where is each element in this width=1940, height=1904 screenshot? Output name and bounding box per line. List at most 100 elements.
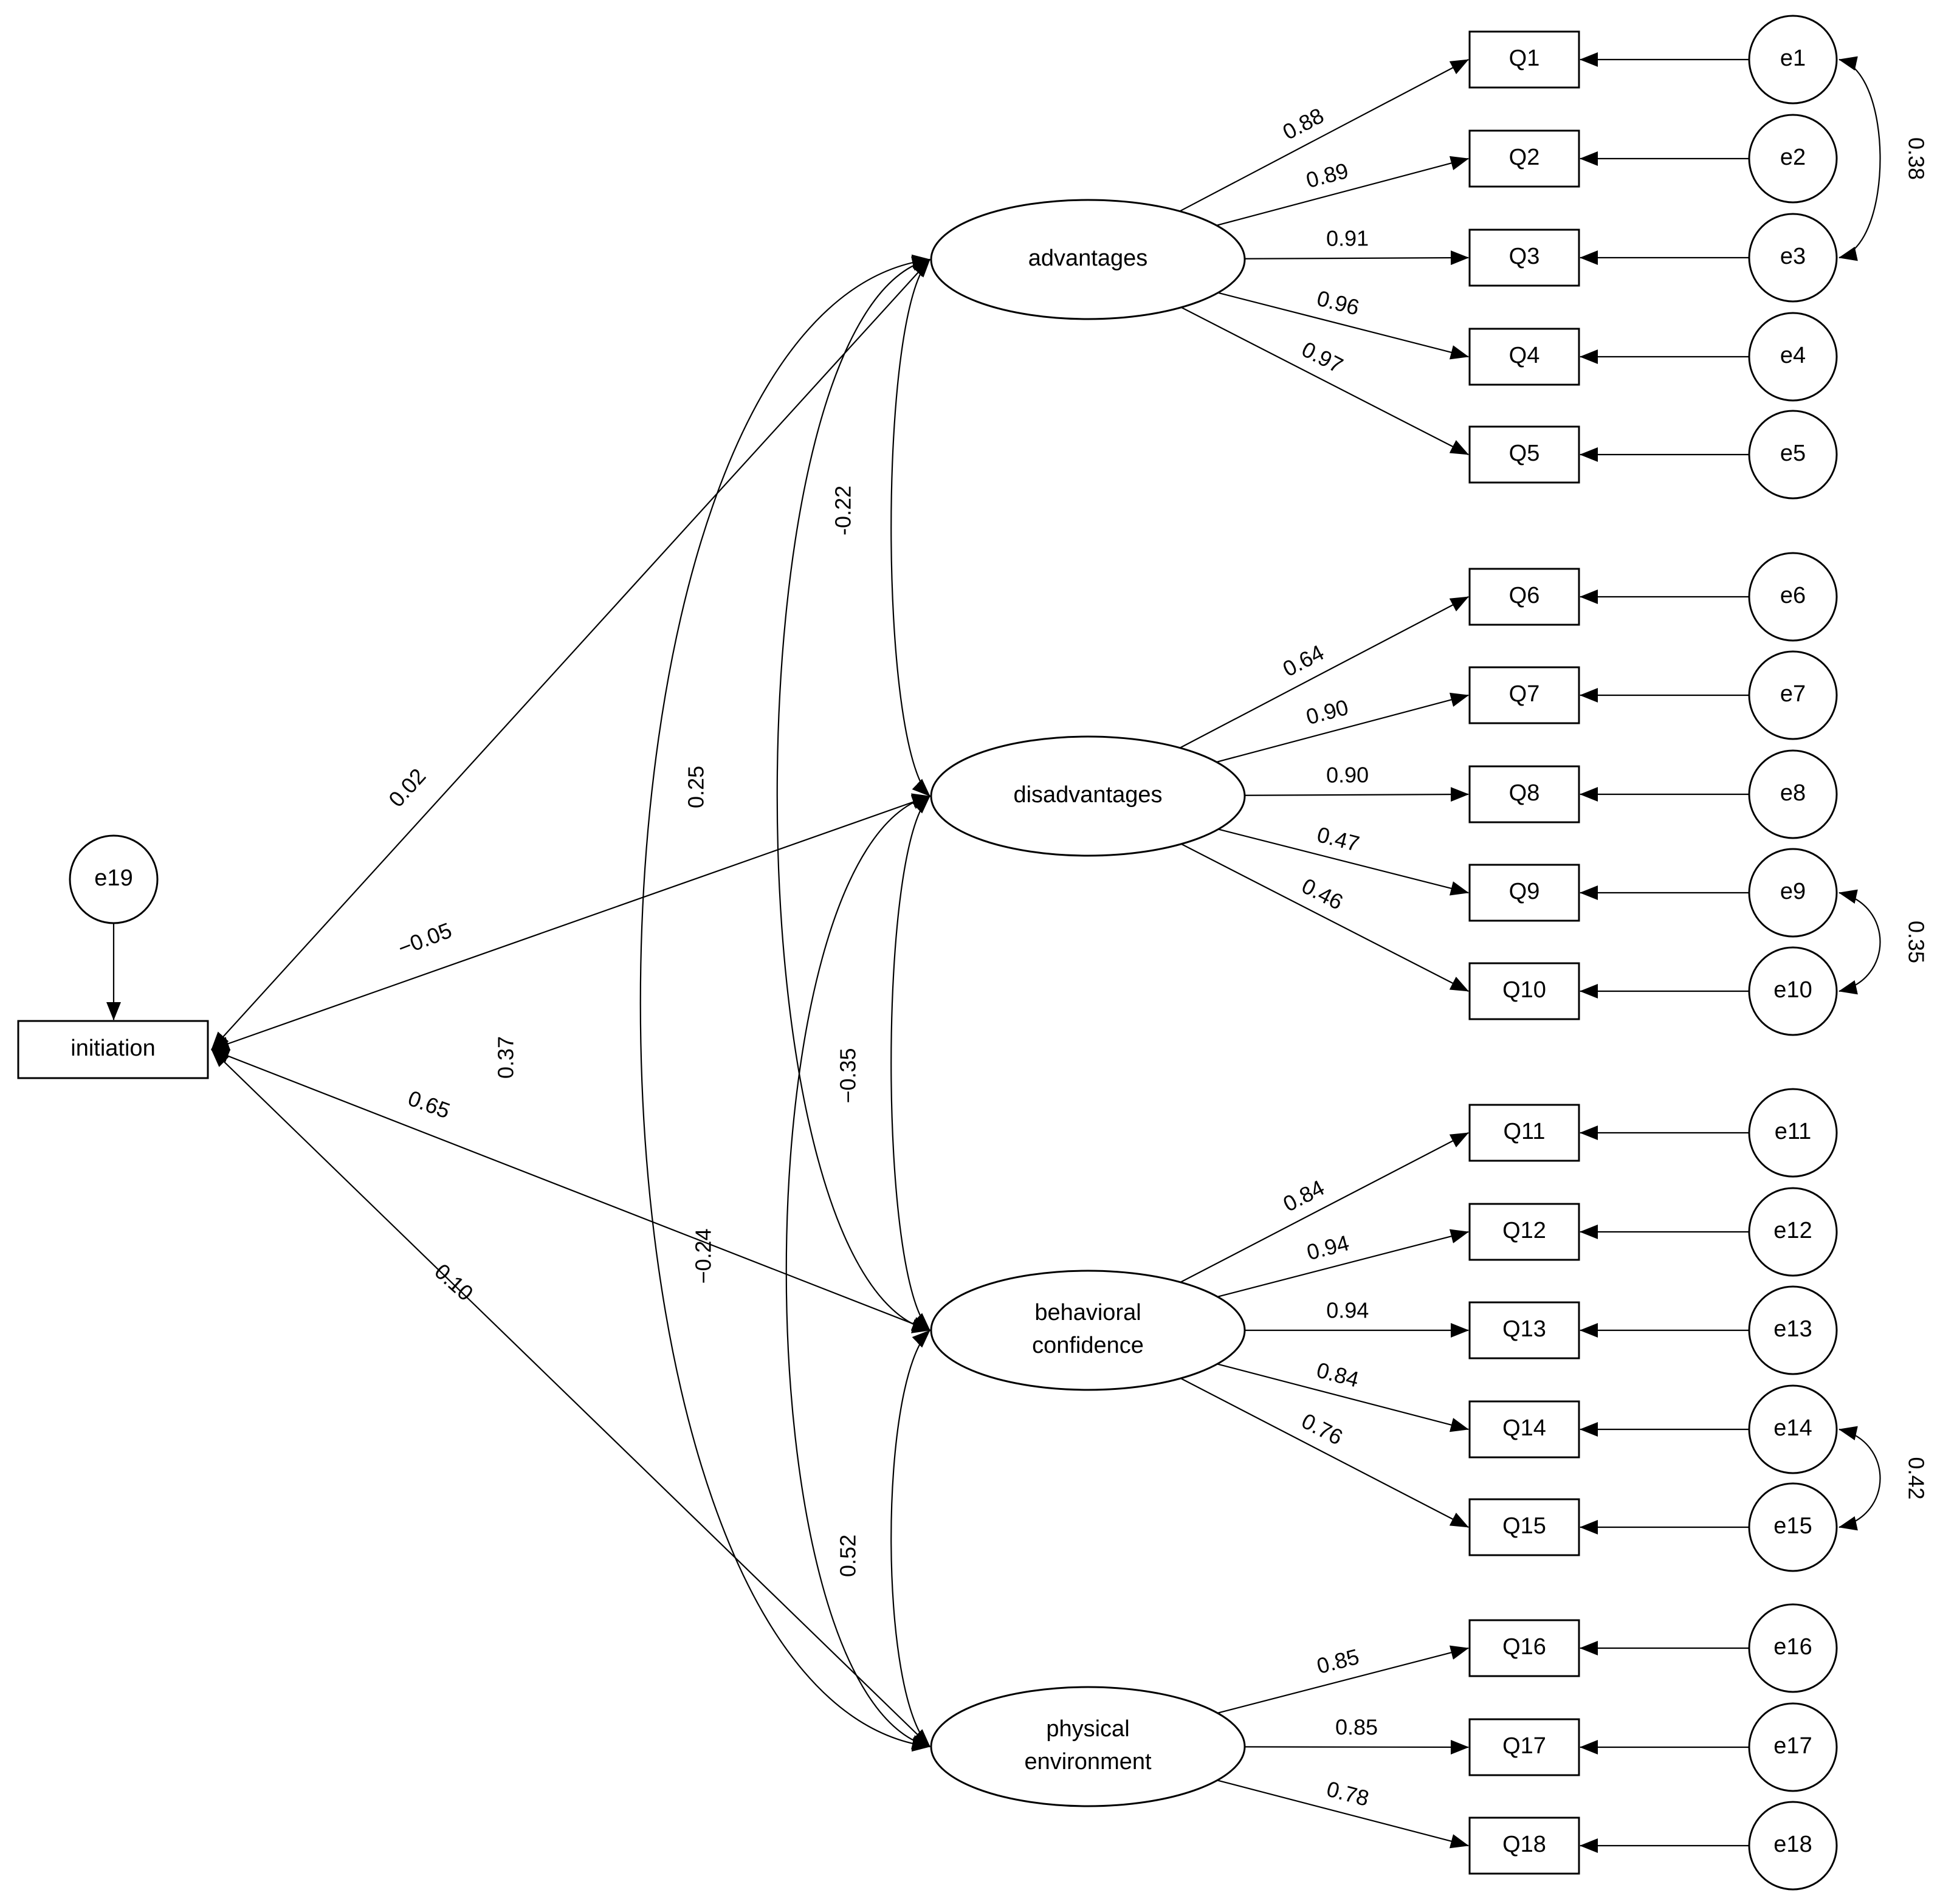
factor-behavioral-confidence-ellipse [930,1270,1246,1391]
loading-value-Q3: 0.91 [1326,225,1369,250]
error-e4-circle [1748,312,1838,402]
error-e11-label: e11 [1775,1119,1812,1144]
item-Q12-box [1468,1203,1580,1261]
covariance-value-advantages-behavioral-confidence: 0.25 [684,766,709,808]
factor-disadvantages-ellipse [930,735,1246,857]
loading-arrow-Q3 [1244,250,1469,266]
loading-arrow-Q7 [1216,692,1469,763]
item-Q9-box [1468,864,1580,922]
item-Q11-label: Q11 [1503,1119,1545,1144]
error-e18-circle [1748,1801,1838,1891]
item-Q3-label: Q3 [1509,244,1540,269]
loading-value-Q18: 0.78 [1324,1776,1372,1811]
error-e6-circle [1748,552,1838,642]
loading-arrow-Q14 [1217,1363,1469,1432]
error-e19-label: e19 [94,865,132,891]
item-Q14-box [1468,1400,1580,1459]
loading-arrow-Q16 [1217,1645,1469,1714]
error-e2-circle [1748,114,1838,204]
error-e10-label: e10 [1773,977,1812,1003]
loading-value-Q9: 0.47 [1315,822,1362,856]
item-Q15-box [1468,1498,1580,1556]
error-covariance-arc-e14-e15 [1839,1426,1881,1531]
loading-value-Q15: 0.76 [1298,1408,1347,1450]
error-e11-circle [1748,1088,1838,1178]
error-e1-label: e1 [1780,46,1806,71]
covariance-arc-behavioral-confidence-physical-environment [890,1330,930,1747]
loading-arrow-Q10 [1181,843,1469,992]
item-Q10-box [1468,962,1580,1020]
covariance-arc-advantages-behavioral-confidence [776,256,930,1333]
error-e5-label: e5 [1780,441,1806,466]
covariance-value-disadvantages-physical-environment: −0.24 [691,1228,716,1284]
loading-value-Q8: 0.90 [1326,762,1369,787]
factor-advantages-ellipse [930,199,1246,320]
error-e3-circle [1748,213,1838,303]
item-Q13-label: Q13 [1502,1316,1546,1342]
factor-label-advantages: advantages [1028,246,1148,271]
initiation-path-physical-environment [211,1049,930,1747]
item-Q2-label: Q2 [1509,145,1540,170]
loading-value-Q4: 0.96 [1315,286,1362,320]
error-e5-circle [1748,410,1838,500]
item-Q1-box [1468,30,1580,89]
item-Q12-label: Q12 [1502,1218,1546,1243]
initiation-path-advantages [211,259,930,1050]
loading-arrow-Q8 [1244,787,1469,802]
node-layer [17,15,1838,1891]
error-e9-circle [1748,848,1838,938]
loading-value-Q12: 0.94 [1304,1230,1352,1265]
initiation-box [17,1020,209,1079]
path-layer [106,52,1881,1853]
error-covariance-value-e1-e3: 0.38 [1904,137,1928,180]
loading-value-Q11: 0.84 [1279,1175,1328,1217]
error-covariance-value-e14-e15: 0.42 [1904,1457,1928,1499]
error-e6-label: e6 [1780,583,1806,608]
item-Q7-label: Q7 [1509,681,1540,707]
item-Q6-box [1468,568,1580,626]
loading-value-Q16: 0.85 [1314,1644,1361,1679]
error-e16-label: e16 [1773,1634,1812,1660]
item-Q10-label: Q10 [1502,977,1546,1003]
item-Q4-box [1468,328,1580,386]
error-e1-circle [1748,15,1838,105]
error-e7-circle [1748,650,1838,740]
error-e15-circle [1748,1482,1838,1572]
covariance-arc-disadvantages-behavioral-confidence [890,796,930,1331]
item-Q4-label: Q4 [1509,343,1540,368]
item-Q8-box [1468,765,1580,823]
factor-label-physical-environment-2: environment [1024,1749,1152,1775]
error-e7-label: e7 [1780,681,1806,707]
error-e3-label: e3 [1780,244,1806,269]
factor-label-disadvantages: disadvantages [1013,782,1162,808]
error-covariance-arc-e9-e10 [1839,889,1881,995]
factor-physical-environment-ellipse [930,1686,1246,1807]
item-Q6-label: Q6 [1509,583,1540,608]
initiation-coef-advantages: 0.02 [384,763,430,812]
initiation-coef-behavioral-confidence: 0.65 [405,1085,453,1123]
error-e15-label: e15 [1773,1513,1812,1539]
error-e18-label: e18 [1773,1832,1812,1857]
covariance-value-disadvantages-behavioral-confidence: −0.35 [836,1048,861,1103]
loading-arrow-Q6 [1179,596,1469,749]
error-e4-label: e4 [1780,343,1806,368]
item-Q7-box [1468,666,1580,724]
error-e10-circle [1748,946,1838,1036]
loading-arrow-Q11 [1180,1132,1469,1283]
error-e12-circle [1748,1187,1838,1277]
error-e13-label: e13 [1773,1316,1812,1342]
item-Q18-box [1468,1816,1580,1875]
item-Q18-label: Q18 [1502,1832,1546,1857]
covariance-value-behavioral-confidence-physical-environment: 0.52 [836,1535,861,1577]
loading-arrow-Q1 [1179,59,1469,212]
error-e17-label: e17 [1773,1733,1812,1759]
item-Q16-label: Q16 [1502,1634,1546,1660]
loading-value-Q7: 0.90 [1304,695,1351,730]
loading-arrow-Q5 [1181,306,1469,455]
item-Q16-box [1468,1619,1580,1677]
item-Q3-box [1468,229,1580,287]
factor-label-physical-environment-1: physical [1046,1716,1129,1742]
loading-arrow-Q12 [1217,1229,1469,1297]
